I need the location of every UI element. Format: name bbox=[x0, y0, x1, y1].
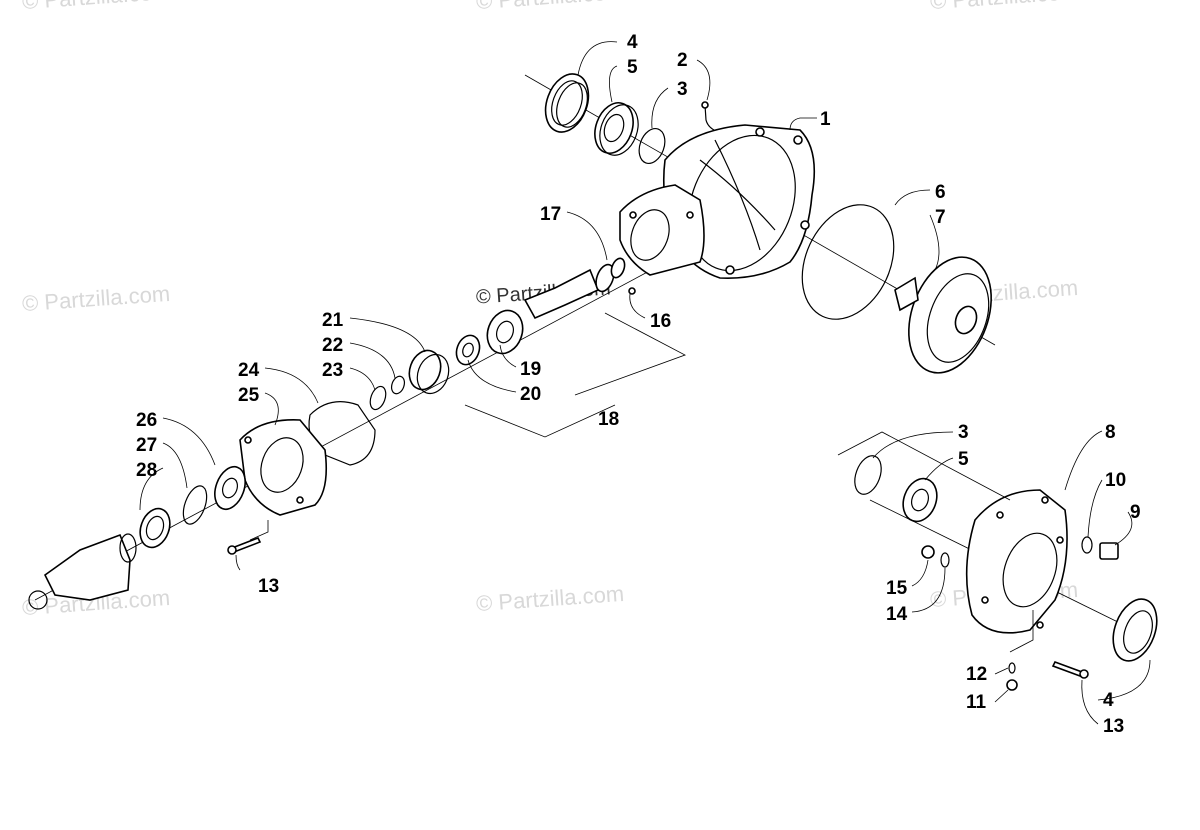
callout-9: 9 bbox=[1130, 502, 1141, 523]
callout-11: 11 bbox=[966, 692, 987, 713]
ring-gear bbox=[894, 256, 992, 374]
o-ring-upper bbox=[638, 127, 666, 165]
callout-13: 13 bbox=[258, 576, 279, 597]
callout-1: 1 bbox=[820, 109, 831, 130]
axis-line-left bbox=[34, 267, 656, 601]
washer-14 bbox=[940, 552, 950, 568]
callout-19: 19 bbox=[520, 359, 541, 380]
callout-14: 14 bbox=[886, 604, 908, 625]
output-yoke bbox=[28, 533, 137, 610]
callout-28: 28 bbox=[136, 460, 157, 481]
callout-18: 18 bbox=[598, 409, 619, 430]
bearing-upper bbox=[594, 102, 639, 156]
group-bracket-18 bbox=[464, 312, 686, 438]
callout-8: 8 bbox=[1105, 422, 1116, 443]
callout-5: 5 bbox=[627, 57, 638, 78]
washer-10 bbox=[1081, 536, 1093, 554]
callout-6: 6 bbox=[935, 182, 946, 203]
oil-seal-right bbox=[1112, 598, 1158, 662]
o-ring-right bbox=[854, 455, 882, 495]
snap-ring bbox=[369, 385, 387, 411]
callout-17: 17 bbox=[540, 204, 561, 225]
callout-4: 4 bbox=[1103, 690, 1114, 711]
oil-seal-28 bbox=[139, 507, 171, 549]
bearing-20 bbox=[455, 334, 481, 366]
bracket-housing-bolt bbox=[249, 520, 269, 541]
callout-4: 4 bbox=[627, 32, 638, 53]
oil-seal-upper bbox=[544, 73, 590, 133]
callout-23: 23 bbox=[322, 360, 343, 381]
callout-7: 7 bbox=[935, 207, 946, 228]
callout-2: 2 bbox=[677, 50, 688, 71]
callout-10: 10 bbox=[1105, 470, 1126, 491]
callout-5: 5 bbox=[958, 449, 969, 470]
callout-21: 21 bbox=[322, 310, 344, 331]
callout-3: 3 bbox=[677, 79, 688, 100]
bracket-cover-bolt bbox=[1009, 610, 1034, 653]
callout-15: 15 bbox=[886, 578, 908, 599]
callout-13: 13 bbox=[1103, 716, 1124, 737]
group-bracket-right bbox=[837, 431, 1011, 501]
bearing-26 bbox=[214, 465, 246, 511]
callout-27: 27 bbox=[136, 435, 157, 456]
callout-16: 16 bbox=[650, 311, 671, 332]
leader-lines bbox=[139, 41, 1151, 725]
end-cover bbox=[965, 489, 1068, 634]
gear-case-housing bbox=[619, 124, 816, 279]
callout-25: 25 bbox=[238, 385, 260, 406]
callout-12: 12 bbox=[966, 664, 987, 685]
washer-12 bbox=[1008, 662, 1016, 674]
nut-11 bbox=[1006, 679, 1018, 691]
pinion-housing bbox=[239, 419, 328, 516]
o-ring-large bbox=[801, 204, 895, 320]
pinion-gear bbox=[523, 257, 636, 320]
callout-24: 24 bbox=[238, 360, 260, 381]
callout-26: 26 bbox=[136, 410, 157, 431]
snap-ring-27 bbox=[182, 485, 208, 525]
bearing-cup bbox=[408, 349, 450, 395]
bolt-right bbox=[1051, 661, 1089, 679]
callout-20: 20 bbox=[520, 384, 541, 405]
bearing-19 bbox=[486, 309, 524, 355]
bolt-left bbox=[227, 536, 262, 555]
callout-22: 22 bbox=[322, 335, 343, 356]
bearing-right bbox=[902, 477, 938, 523]
plug-15 bbox=[921, 545, 935, 559]
callout-3: 3 bbox=[958, 422, 969, 443]
o-ring-small bbox=[390, 375, 406, 395]
drain-plug bbox=[1099, 542, 1119, 560]
